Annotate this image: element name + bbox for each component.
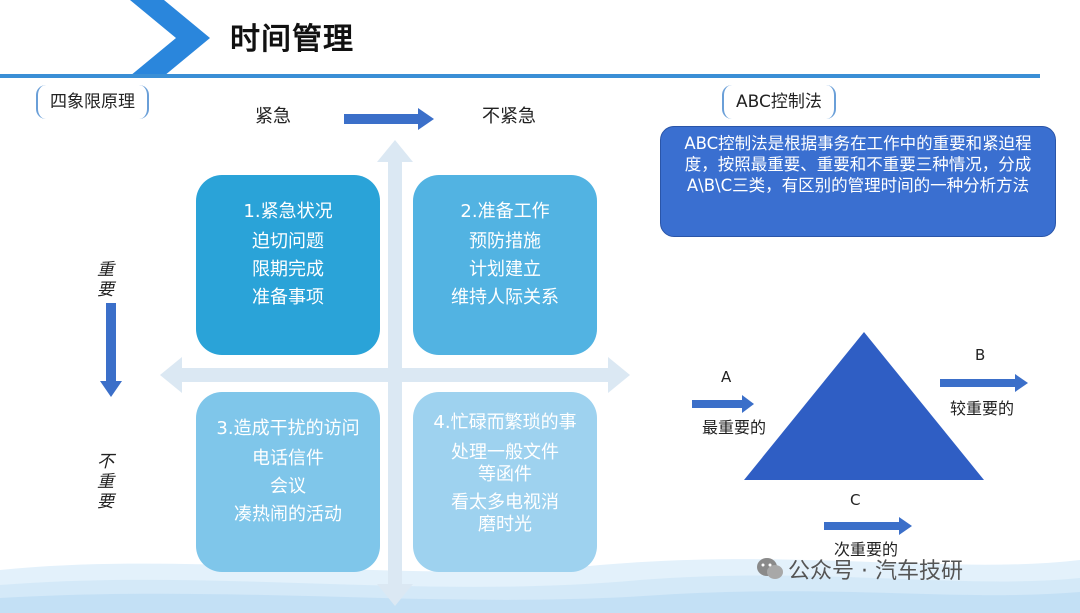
- four-quadrant-label: 四象限原理: [36, 85, 149, 119]
- c-letter: C: [850, 491, 861, 509]
- watermark-text: 公众号 · 汽车技研: [788, 559, 963, 584]
- a-arrow-icon: [692, 395, 754, 413]
- quadrant-2: 2.准备工作 预防措施 计划建立 维持人际关系: [413, 175, 597, 355]
- header-chevron-icon: [130, 0, 210, 76]
- header-divider: [0, 74, 1040, 78]
- quadrant-3-item: 凑热闹的活动: [234, 504, 342, 525]
- urgent-label: 紧急: [255, 106, 291, 127]
- quadrant-1-title: 1.紧急状况: [243, 201, 333, 222]
- bottom-wave-decoration: [0, 559, 1080, 613]
- quadrant-3-title: 3.造成干扰的访问: [216, 418, 360, 439]
- quadrant-4-title: 4.忙碌而繁琐的事: [433, 412, 577, 433]
- b-letter: B: [975, 346, 986, 364]
- quadrant-4-item: 看太多电视消磨时光: [451, 492, 559, 535]
- quadrant-3-item: 会议: [270, 476, 306, 497]
- not-urgent-label: 不紧急: [482, 106, 536, 127]
- abc-triangle-icon: [744, 332, 984, 480]
- quadrant-2-title: 2.准备工作: [460, 201, 550, 222]
- quadrant-1: 1.紧急状况 迫切问题 限期完成 准备事项: [196, 175, 380, 355]
- b-arrow-icon: [940, 374, 1028, 392]
- down-arrow-icon: [100, 303, 122, 397]
- quadrant-4: 4.忙碌而繁琐的事 处理一般文件等函件 看太多电视消磨时光: [413, 392, 597, 572]
- quadrant-1-item: 限期完成: [252, 259, 324, 280]
- quadrant-3-item: 电话信件: [252, 448, 324, 469]
- not-important-label: 不重要: [97, 452, 114, 512]
- abc-description-box: ABC控制法是根据事务在工作中的重要和紧迫程度，按照最重要、重要和不重要三种情况…: [660, 126, 1056, 237]
- quadrant-1-item: 准备事项: [252, 287, 324, 308]
- c-arrow-icon: [824, 517, 912, 535]
- quadrant-2-item: 计划建立: [469, 259, 541, 280]
- page-title: 时间管理: [230, 22, 354, 57]
- important-label: 重要: [97, 260, 114, 300]
- quadrant-2-item: 预防措施: [469, 231, 541, 252]
- abc-method-label: ABC控制法: [722, 85, 836, 119]
- wechat-icon: [757, 558, 783, 579]
- b-label: 较重要的: [950, 399, 1015, 418]
- quadrant-axes-cross: [160, 140, 630, 606]
- right-arrow-icon: [344, 108, 434, 130]
- a-letter: A: [721, 368, 732, 386]
- quadrant-2-item: 维持人际关系: [451, 287, 559, 308]
- quadrant-3: 3.造成干扰的访问 电话信件 会议 凑热闹的活动: [196, 392, 380, 572]
- c-label: 次重要的: [834, 540, 899, 559]
- a-label: 最重要的: [702, 418, 767, 437]
- quadrant-4-item: 处理一般文件等函件: [451, 442, 559, 485]
- quadrant-1-item: 迫切问题: [252, 231, 324, 252]
